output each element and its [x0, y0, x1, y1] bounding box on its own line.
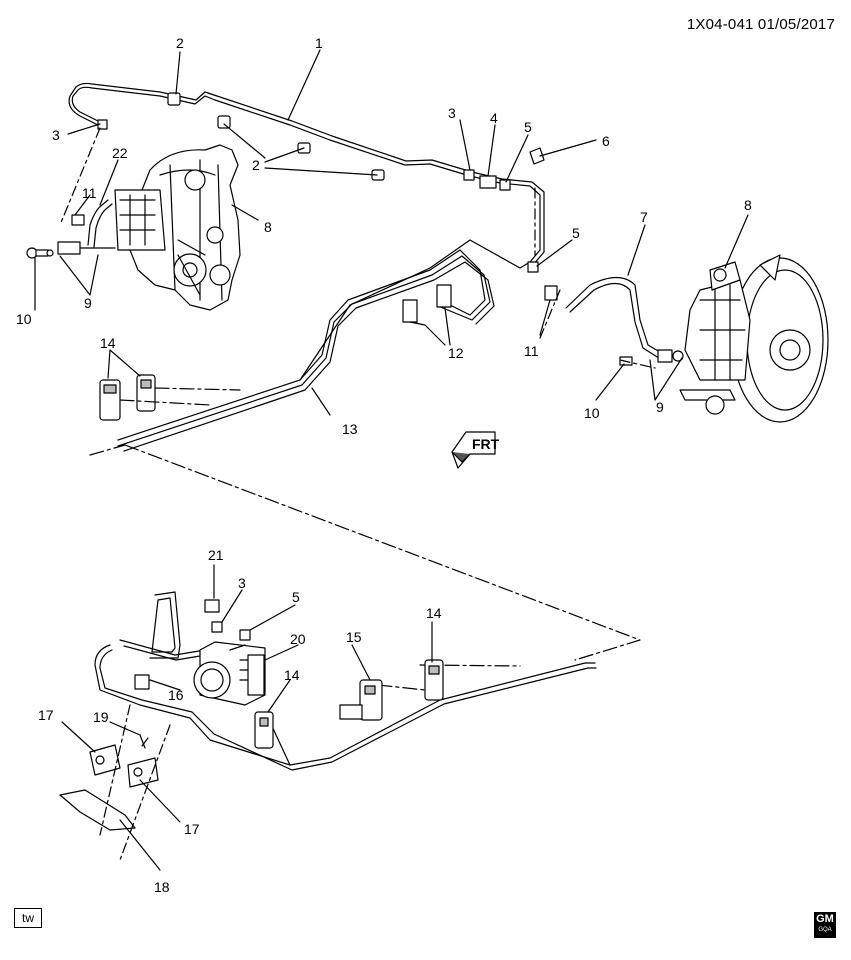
callout-14a: 14: [100, 335, 116, 351]
frt-label: FRT: [472, 436, 500, 452]
callout-3a: 3: [52, 127, 60, 143]
callout-3b: 3: [448, 105, 456, 121]
callout-labels: 1 2 2 3 3 4 5 6 22 11 8 5 7 8 9 10 11 12…: [16, 35, 752, 895]
callout-8a: 8: [264, 219, 272, 235]
rear-hub-assembly: [679, 254, 829, 423]
callout-18: 18: [154, 879, 170, 895]
callout-15: 15: [346, 629, 362, 645]
callout-19: 19: [93, 709, 109, 725]
tw-badge: tw: [14, 908, 42, 928]
clip-14-top-left: [99, 374, 156, 421]
front-brake-hose: [57, 199, 116, 255]
gm-logo: GM GQA: [814, 912, 836, 938]
callout-8b: 8: [744, 197, 752, 213]
callout-14c: 14: [284, 667, 300, 683]
callout-20: 20: [290, 631, 306, 647]
callout-22: 22: [112, 145, 128, 161]
gm-logo-text: GM: [816, 913, 834, 925]
callout-5b: 5: [572, 225, 580, 241]
front-direction-arrow: [451, 431, 496, 469]
callout-3c: 3: [238, 575, 246, 591]
callout-13: 13: [342, 421, 358, 437]
callout-14b: 14: [426, 605, 442, 621]
callout-9b: 9: [656, 399, 664, 415]
diagram-id: 1X04-041 01/05/2017: [686, 16, 835, 33]
callout-6: 6: [602, 133, 610, 149]
callout-2a: 2: [176, 35, 184, 51]
gm-logo-sub: GQA: [818, 927, 832, 933]
bracket-17-18: [59, 704, 171, 861]
callout-4: 4: [490, 110, 498, 126]
brake-pipe-rear-bundle: [117, 239, 531, 452]
front-knuckle-assembly: [114, 144, 241, 311]
callout-1: 1: [315, 35, 323, 51]
dash-dot-border: [89, 444, 641, 661]
callout-17a: 17: [38, 707, 54, 723]
abs-module: [134, 599, 266, 706]
rear-brake-hose: [565, 276, 666, 361]
callout-9a: 9: [84, 295, 92, 311]
leader-lines: [34, 49, 749, 871]
callout-21: 21: [208, 547, 224, 563]
callout-5a: 5: [524, 119, 532, 135]
callout-7: 7: [640, 209, 648, 225]
pipe-clips-top: [97, 92, 558, 323]
callout-10a: 10: [16, 311, 32, 327]
callout-11b: 11: [524, 343, 539, 359]
callout-12: 12: [448, 345, 464, 361]
callout-10b: 10: [584, 405, 600, 421]
callout-11a: 11: [82, 185, 97, 201]
callout-5c: 5: [292, 589, 300, 605]
bolt-10-left: [26, 247, 54, 259]
abs-pipes: [94, 591, 597, 771]
callout-16: 16: [168, 687, 184, 703]
callout-2b: 2: [252, 157, 260, 173]
clips-lower: [254, 659, 444, 749]
callout-17b: 17: [184, 821, 200, 837]
brake-pipe-front: [68, 82, 545, 266]
